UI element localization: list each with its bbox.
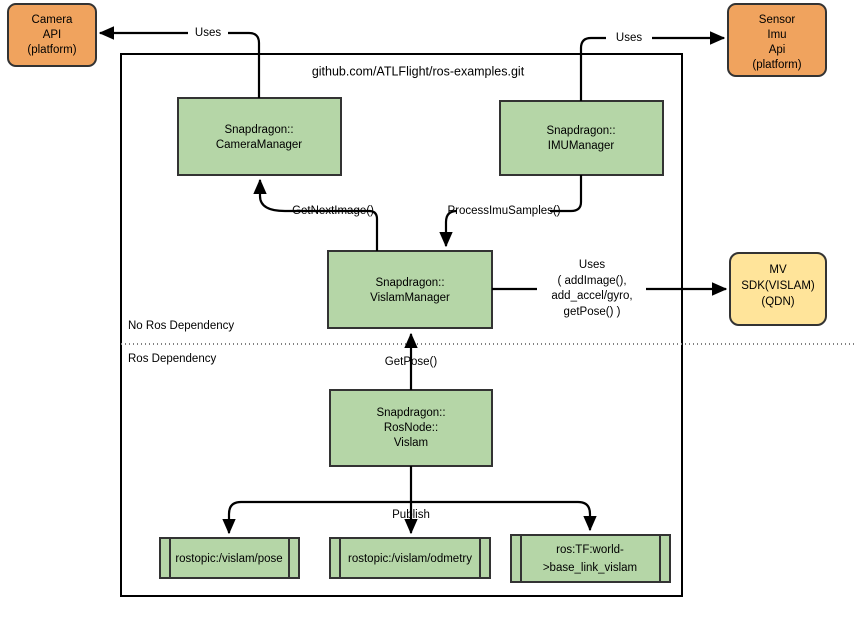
camera-manager-box xyxy=(177,97,342,176)
edge-label-imu-uses: Uses xyxy=(616,32,642,44)
topic-vislam-odmetry-label: rostopic:/vislam/odmetry xyxy=(348,553,472,565)
topic-tf-world-baselink-label-2: >base_link_vislam xyxy=(543,562,637,574)
ros-node-vislam-label-3: Vislam xyxy=(394,437,428,449)
edge-get-next-image-arrow xyxy=(253,178,286,213)
ros-node-vislam-box xyxy=(329,389,493,467)
imu-manager-label-1: Snapdragon:: xyxy=(546,125,615,137)
sensor-imu-api-label-2: Imu xyxy=(767,29,786,41)
mv-sdk-label-2: SDK(VISLAM) xyxy=(741,280,815,292)
vislam-manager-box xyxy=(327,250,493,329)
edge-get-next-image xyxy=(285,209,379,251)
edge-label-mv-uses-4: getPose() ) xyxy=(564,306,621,318)
topic-tf-world-baselink-box xyxy=(510,534,671,583)
container-title: github.com/ATLFlight/ros-examples.git xyxy=(312,64,525,78)
edge-label-mv-uses-2: ( addImage(), xyxy=(557,275,626,287)
node-imu-manager: Snapdragon:: IMUManager xyxy=(499,100,664,176)
edge-publish-branch-left xyxy=(222,500,411,535)
edge-label-mv-uses-1: Uses xyxy=(579,259,605,271)
edge-imu-uses xyxy=(579,36,606,101)
camera-manager-label-1: Snapdragon:: xyxy=(224,124,293,136)
edge-label-get-pose: GetPose() xyxy=(385,356,438,368)
sensor-imu-api-label-4: (platform) xyxy=(752,59,801,71)
repo-container xyxy=(120,53,683,597)
node-topic-vislam-pose: rostopic:/vislam/pose xyxy=(159,537,300,579)
zone-label-ros: Ros Dependency xyxy=(128,353,216,365)
sensor-imu-api-label-3: Api xyxy=(769,44,786,56)
edge-label-get-next-image: GetNextImage() xyxy=(292,205,374,217)
node-mv-sdk: MV SDK(VISLAM) (QDN) xyxy=(729,252,827,326)
edge-process-imu-samples xyxy=(550,175,583,213)
edge-label-publish: Publish xyxy=(392,509,430,521)
sensor-imu-api-box xyxy=(727,3,827,77)
node-camera-manager: Snapdragon:: CameraManager xyxy=(177,97,342,176)
camera-api-label-1: Camera xyxy=(32,14,74,26)
node-sensor-imu-api: Sensor Imu Api (platform) xyxy=(727,3,827,77)
node-vislam-manager: Snapdragon:: VislamManager xyxy=(327,250,493,329)
ros-node-vislam-label-2: RosNode:: xyxy=(384,422,438,434)
node-topic-tf-world-baselink: ros:TF:world- >base_link_vislam xyxy=(510,534,671,583)
imu-manager-box xyxy=(499,100,664,176)
vislam-manager-label-2: VislamManager xyxy=(370,292,450,304)
topic-vislam-odmetry-box xyxy=(329,537,491,579)
edge-label-camera-uses: Uses xyxy=(195,27,221,39)
zone-label-no-ros: No Ros Dependency xyxy=(128,320,234,332)
edge-label-mv-uses-3: add_accel/gyro, xyxy=(551,290,632,302)
vislam-manager-label-1: Snapdragon:: xyxy=(375,277,444,289)
camera-api-box xyxy=(7,3,97,67)
camera-api-label-2: API xyxy=(43,29,62,41)
camera-manager-label-2: CameraManager xyxy=(216,139,302,151)
ros-node-vislam-label-1: Snapdragon:: xyxy=(376,407,445,419)
topic-tf-world-baselink-label-1: ros:TF:world- xyxy=(556,544,624,556)
edge-camera-uses xyxy=(228,31,261,98)
node-ros-node-vislam: Snapdragon:: RosNode:: Vislam xyxy=(329,389,493,467)
edge-process-imu-samples-arrow xyxy=(439,209,458,248)
edge-label-process-imu-samples: ProcessImuSamples() xyxy=(447,205,560,217)
edge-publish-branch-right xyxy=(411,500,597,532)
sensor-imu-api-label-1: Sensor xyxy=(759,14,796,26)
node-camera-api: Camera API (platform) xyxy=(7,3,97,67)
imu-manager-label-2: IMUManager xyxy=(548,140,615,152)
mv-sdk-label-3: (QDN) xyxy=(761,296,794,308)
mv-sdk-label-1: MV xyxy=(769,264,787,276)
topic-vislam-pose-box xyxy=(159,537,300,579)
node-topic-vislam-odmetry: rostopic:/vislam/odmetry xyxy=(329,537,491,579)
mv-sdk-box xyxy=(729,252,827,326)
camera-api-label-3: (platform) xyxy=(27,44,76,56)
topic-vislam-pose-label: rostopic:/vislam/pose xyxy=(175,553,282,565)
